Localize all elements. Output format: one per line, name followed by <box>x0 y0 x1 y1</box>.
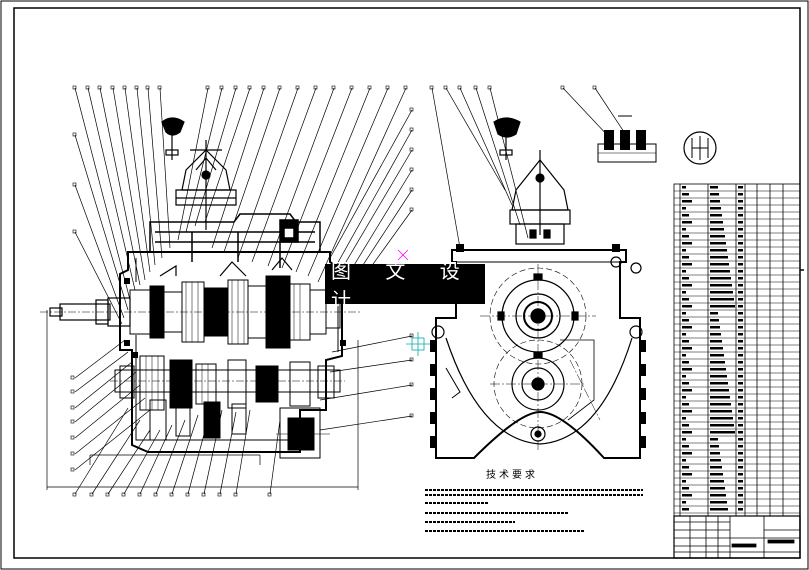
watermark-banner: 图 文 设 计 <box>325 259 485 312</box>
bottom-callout-marks <box>70 333 414 497</box>
side-callout-marks <box>429 85 597 90</box>
technical-requirements-text-lines <box>425 489 643 532</box>
shift-tower <box>175 140 237 230</box>
dimension-lines <box>46 310 359 490</box>
side-bolts <box>430 244 646 448</box>
top-leaders <box>74 87 413 325</box>
side-internal-detail <box>560 339 595 421</box>
parts-list-table <box>673 183 801 517</box>
shift-lever-knob <box>161 117 185 160</box>
side-view-right <box>406 85 646 459</box>
section-view-left <box>40 85 414 497</box>
side-lugs <box>431 256 643 339</box>
countershaft <box>110 355 345 411</box>
cad-cursor-icon <box>406 332 430 356</box>
main-shaft-gears <box>129 257 341 349</box>
side-centre-lines <box>480 264 601 450</box>
side-drain-detail <box>445 367 461 399</box>
side-shift-tower <box>509 150 571 245</box>
cad-marker <box>397 249 409 261</box>
side-shift-knob <box>493 117 521 160</box>
technical-requirements-title: 技术要求 <box>486 470 538 481</box>
top-callout-marks <box>72 85 414 234</box>
shift-cover <box>149 213 321 268</box>
side-leaders <box>431 87 629 249</box>
input-shaft <box>40 297 360 327</box>
reverse-idler <box>149 399 330 459</box>
side-housing <box>435 249 641 459</box>
title-block <box>673 515 801 559</box>
detail-views <box>597 115 717 165</box>
shift-pattern-knob <box>683 131 717 165</box>
